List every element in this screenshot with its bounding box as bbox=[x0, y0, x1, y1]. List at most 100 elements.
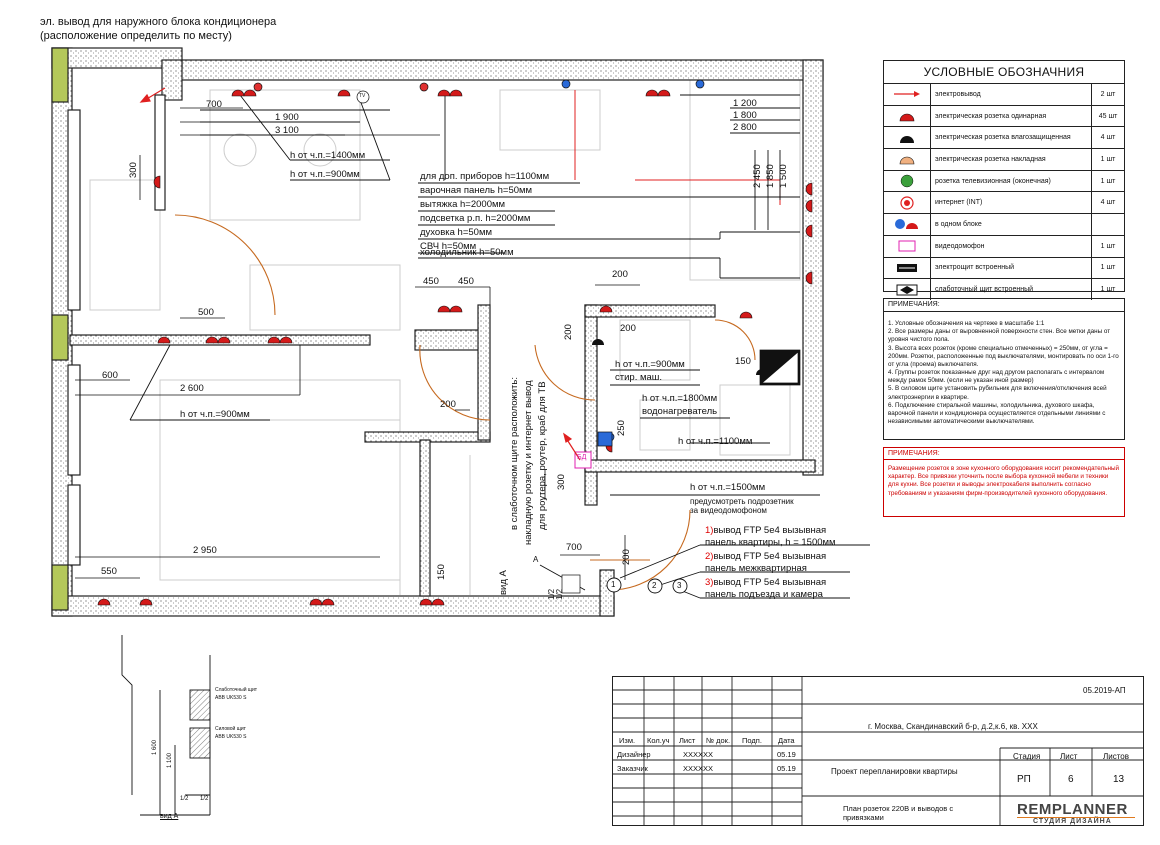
logo-subtitle: СТУДИЯ ДИЗАЙНА bbox=[1033, 818, 1112, 825]
output-arrows bbox=[139, 87, 581, 461]
ftp3-num: 3) bbox=[705, 577, 714, 588]
dim-200-bath: 200 bbox=[612, 269, 628, 280]
dim-200-bath2: 200 bbox=[620, 323, 636, 334]
dim-2950: 2 950 bbox=[193, 545, 217, 556]
socket-icon bbox=[899, 113, 915, 122]
stamp-col-list: Лист bbox=[679, 736, 696, 745]
label-podroz2: за видеодомофоном bbox=[690, 506, 767, 515]
weak-panel-icon bbox=[896, 284, 918, 296]
output-arrow-icon bbox=[894, 91, 920, 98]
stamp-designer-name: XXXXXX bbox=[683, 750, 714, 759]
notes-red-body: Размещение розеток в зоне кухонного обор… bbox=[888, 465, 1120, 497]
legend-count-4: 1 шт bbox=[1100, 177, 1116, 185]
weak-note-2: для роутера, роутер, краб для ТВ bbox=[537, 381, 548, 530]
legend-name-4: розетка телевизионная (оконечная) bbox=[931, 170, 1092, 192]
ftp1-line-b: панель квартиры, h = 1500мм bbox=[705, 537, 836, 548]
stamp-stage-value: РП bbox=[1017, 774, 1031, 785]
dim-1800: 1 800 bbox=[733, 110, 757, 121]
dim-450a: 450 bbox=[423, 276, 439, 287]
dim-1850: 1 850 bbox=[765, 164, 776, 188]
dim-150-bath: 150 bbox=[735, 356, 751, 367]
furniture-background bbox=[89, 79, 801, 595]
dim-2450: 2 450 bbox=[752, 164, 763, 188]
stamp-sheets-value: 13 bbox=[1113, 774, 1125, 785]
label-wash: стир. маш. bbox=[615, 372, 663, 383]
legend-count-6 bbox=[1092, 214, 1124, 235]
dim-550: 550 bbox=[101, 566, 117, 577]
ftp2-num: 2) bbox=[705, 551, 714, 562]
legend-row: интернет (INT) 4 шт bbox=[884, 192, 1124, 215]
legend-count-8: 1 шт bbox=[1100, 264, 1116, 272]
internet-icon bbox=[900, 196, 914, 210]
ftp3-line-a: вывод FTP 5е4 вызывная bbox=[713, 577, 827, 588]
label-heater: водонагреватель bbox=[642, 406, 718, 417]
ftp1-line-a: вывод FTP 5е4 вызывная bbox=[713, 525, 827, 536]
intercom-icon bbox=[898, 240, 916, 252]
header-line-1: эл. вывод для наружного блока кондиционе… bbox=[40, 16, 277, 28]
legend-table: УСЛОВНЫЕ ОБОЗНАЧНИЯ электровывод 2 шт эл… bbox=[883, 60, 1125, 300]
marker-2: 2 bbox=[652, 581, 657, 590]
kitchen-label-0: для доп. приборов h=1100мм bbox=[420, 171, 550, 182]
dim-1200: 1 200 bbox=[733, 98, 757, 109]
notes-body: 1. Условные обозначения на чертеже в мас… bbox=[888, 320, 1119, 426]
logo-text: REMPLANNER bbox=[1017, 801, 1128, 818]
label-h1500: h от ч.п.=1500мм bbox=[690, 482, 766, 493]
dim-150-low: 150 bbox=[436, 564, 447, 580]
dim-1-2b: 1/2 bbox=[555, 588, 564, 600]
dim-1900: 1 900 bbox=[275, 112, 299, 123]
tv-label: TV bbox=[359, 93, 366, 99]
ftp2-line-a: вывод FTP 5е4 вызывная bbox=[713, 551, 827, 562]
legend-row: электровывод 2 шт bbox=[884, 84, 1124, 106]
surface-socket-icon bbox=[899, 157, 915, 165]
section-view bbox=[121, 635, 211, 816]
legend-name-6: в одном блоке bbox=[931, 214, 1092, 235]
legend-title: УСЛОВНЫЕ ОБОЗНАЧНИЯ bbox=[884, 61, 1124, 84]
title-block-grid bbox=[612, 676, 1144, 826]
section-dim-1100: 1 100 bbox=[167, 752, 173, 768]
weak-panel-label: Слаботочный щит bbox=[215, 687, 258, 693]
label-h900-top: h от ч.п.=900мм bbox=[290, 169, 360, 180]
legend-row: в одном блоке bbox=[884, 214, 1124, 236]
dim-450b: 450 bbox=[458, 276, 474, 287]
kitchen-label-4: духовка h=50мм bbox=[420, 227, 493, 238]
label-podroz: предусмотреть подрозетник bbox=[690, 497, 794, 506]
notes-title: ПРИМЕЧАНИЯ: bbox=[884, 299, 1124, 312]
dim-600: 600 bbox=[102, 370, 118, 381]
stamp-sheet-value: 6 bbox=[1068, 774, 1074, 785]
legend-row: электрическая розетка влагозащищенная 4 … bbox=[884, 127, 1124, 150]
notes-red-box: ПРИМЕЧАНИЯ: Размещение розеток в зоне ку… bbox=[883, 447, 1125, 517]
stamp-col-izm: Изм. bbox=[619, 736, 636, 745]
kitchen-label-6: холодильник h=50мм bbox=[420, 247, 514, 258]
dim-300-door: 300 bbox=[556, 474, 567, 490]
ftp2-line-b: панель межквартирная bbox=[705, 563, 807, 574]
stamp-address: г. Москва, Скандинавский б-р, д.2,к.6, к… bbox=[868, 722, 1038, 731]
numbered-markers bbox=[606, 577, 688, 594]
dimension-lines bbox=[75, 107, 640, 580]
stamp-col-doc: № док. bbox=[706, 736, 731, 745]
marker-1: 1 bbox=[611, 580, 616, 589]
legend-count-5: 4 шт bbox=[1100, 199, 1116, 207]
legend-name-9: слаботочный щит встроенный bbox=[931, 279, 1092, 300]
legend-row: розетка телевизионная (оконечная) 1 шт bbox=[884, 170, 1124, 193]
tv-socket-icon bbox=[900, 174, 914, 188]
combined-block-icon bbox=[895, 219, 918, 230]
legend-row: видеодомофон 1 шт bbox=[884, 235, 1124, 258]
legend-row: электрическая розетка одинарная 45 шт bbox=[884, 105, 1124, 128]
legend-name-7: видеодомофон bbox=[931, 235, 1092, 257]
stamp-client-name: XXXXXX bbox=[683, 764, 714, 773]
stamp-col-kol: Кол.уч bbox=[647, 736, 670, 745]
dim-500: 500 bbox=[198, 307, 214, 318]
legend-row: электрощит встроенный 1 шт bbox=[884, 257, 1124, 280]
section-dim-1600: 1 600 bbox=[152, 739, 158, 755]
stamp-col-date: Дата bbox=[778, 736, 795, 745]
stamp-project: Проект перепланировки квартиры bbox=[831, 767, 958, 776]
legend-name-3: электрическая розетка накладная bbox=[931, 149, 1092, 170]
stamp-stage-header: Стадия bbox=[1013, 752, 1041, 761]
title-block: 05.2019-АП г. Москва, Скандинавский б-р,… bbox=[612, 676, 1144, 826]
legend-row: электрическая розетка накладная 1 шт bbox=[884, 149, 1124, 171]
stamp-col-sign: Подп. bbox=[742, 736, 762, 745]
section-dim-half-1: 1/2 bbox=[180, 796, 189, 802]
legend-row: слаботочный щит встроенный 1 шт bbox=[884, 279, 1124, 300]
dim-3100: 3 100 bbox=[275, 125, 299, 136]
